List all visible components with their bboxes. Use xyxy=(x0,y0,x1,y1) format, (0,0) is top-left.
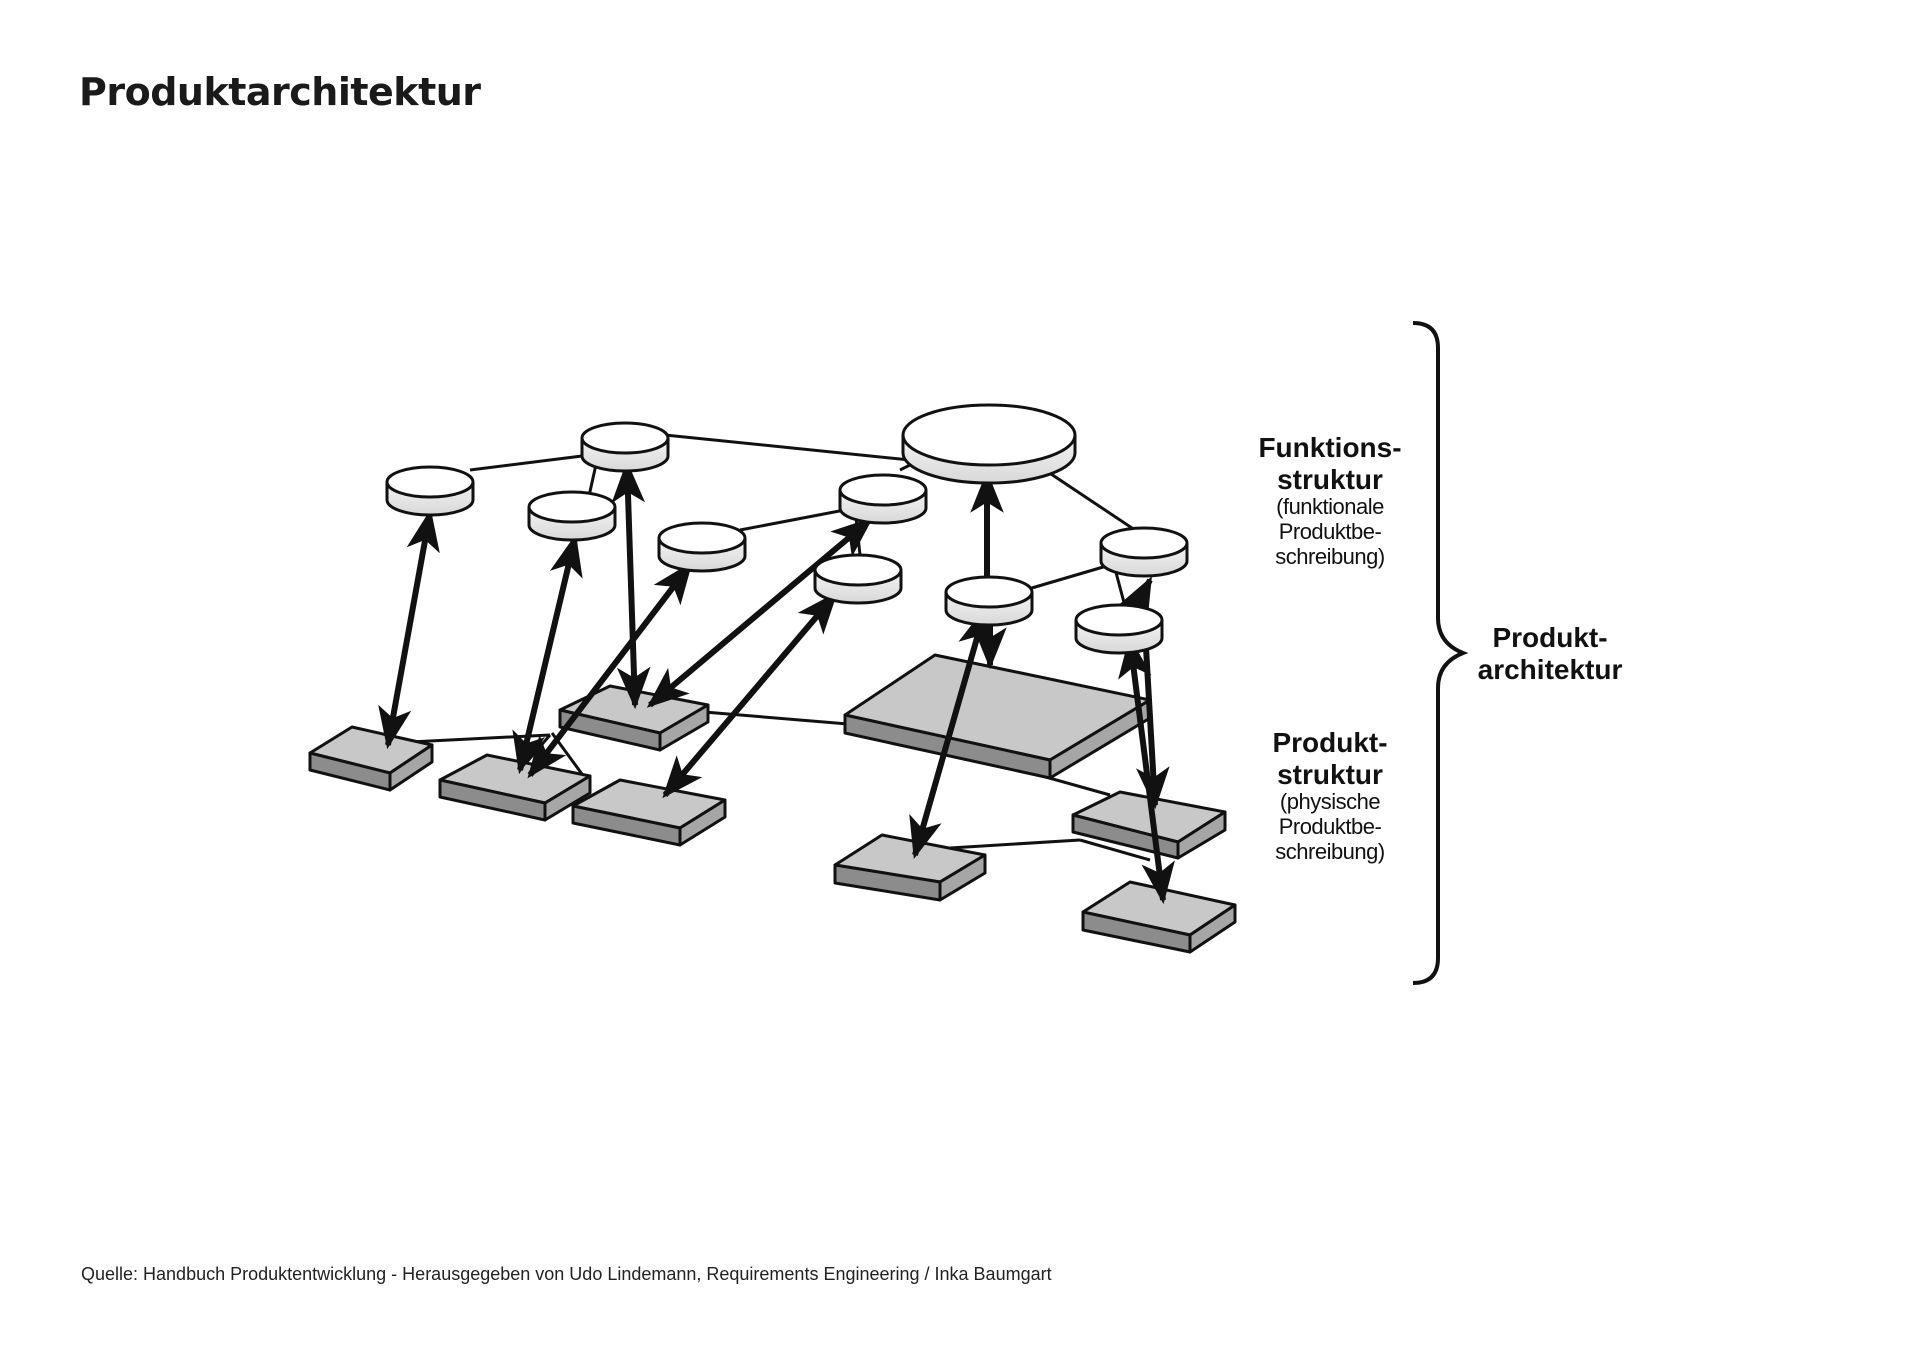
function-structure-sub-3: schreibung) xyxy=(1275,543,1385,569)
function-node xyxy=(838,473,928,525)
component-box xyxy=(438,753,592,822)
function-link xyxy=(664,433,911,462)
function-node-large xyxy=(901,403,1077,485)
function-structure-sub-2: Produktbe- xyxy=(1278,519,1382,545)
function-structure-heading-2: struktur xyxy=(1277,463,1383,495)
product-structure-heading-1: Produkt- xyxy=(1272,727,1388,758)
function-node xyxy=(1074,603,1164,655)
component-box xyxy=(571,778,727,847)
mapping-arrow xyxy=(611,460,651,710)
architecture-label: Produkt- architektur xyxy=(1465,622,1635,685)
function-node xyxy=(385,465,475,517)
function-structure-heading-1: Funktions- xyxy=(1258,432,1402,463)
product-structure-label: Produkt- struktur (physische Produktbe- … xyxy=(1240,727,1420,865)
mapping-arrow xyxy=(378,508,440,750)
page-title: Produktarchitektur xyxy=(79,70,481,114)
component-box xyxy=(1081,880,1237,954)
mapping-arrow xyxy=(1136,629,1170,810)
source-citation: Quelle: Handbuch Produktentwicklung - He… xyxy=(81,1264,1052,1284)
mapping-arrow xyxy=(662,591,838,799)
product-structure-sub-3: schreibung) xyxy=(1275,838,1385,864)
component-box xyxy=(308,725,434,792)
component-layer xyxy=(308,653,1237,954)
function-node xyxy=(944,575,1034,627)
function-layer xyxy=(385,403,1189,655)
function-node xyxy=(580,421,670,473)
product-structure-sub-2: Produktbe- xyxy=(1278,814,1382,840)
function-link xyxy=(739,506,856,532)
product-structure-heading-2: struktur xyxy=(1277,758,1383,790)
function-node xyxy=(657,521,747,573)
component-box-large xyxy=(843,653,1152,780)
curly-brace xyxy=(1412,321,1469,985)
function-structure-sub-1: (funktionale xyxy=(1276,494,1384,520)
function-link xyxy=(469,453,591,472)
function-node xyxy=(813,553,903,605)
component-box xyxy=(833,833,987,902)
function-link xyxy=(1024,563,1111,592)
function-structure-label: Funktions- struktur (funktionale Produkt… xyxy=(1240,432,1420,570)
component-link xyxy=(949,838,1081,850)
architecture-line-2: architektur xyxy=(1477,653,1623,685)
function-node xyxy=(1099,526,1189,578)
function-node xyxy=(527,490,617,542)
product-structure-sub-1: (physische xyxy=(1279,789,1381,815)
architecture-line-1: Produkt- xyxy=(1492,622,1608,653)
